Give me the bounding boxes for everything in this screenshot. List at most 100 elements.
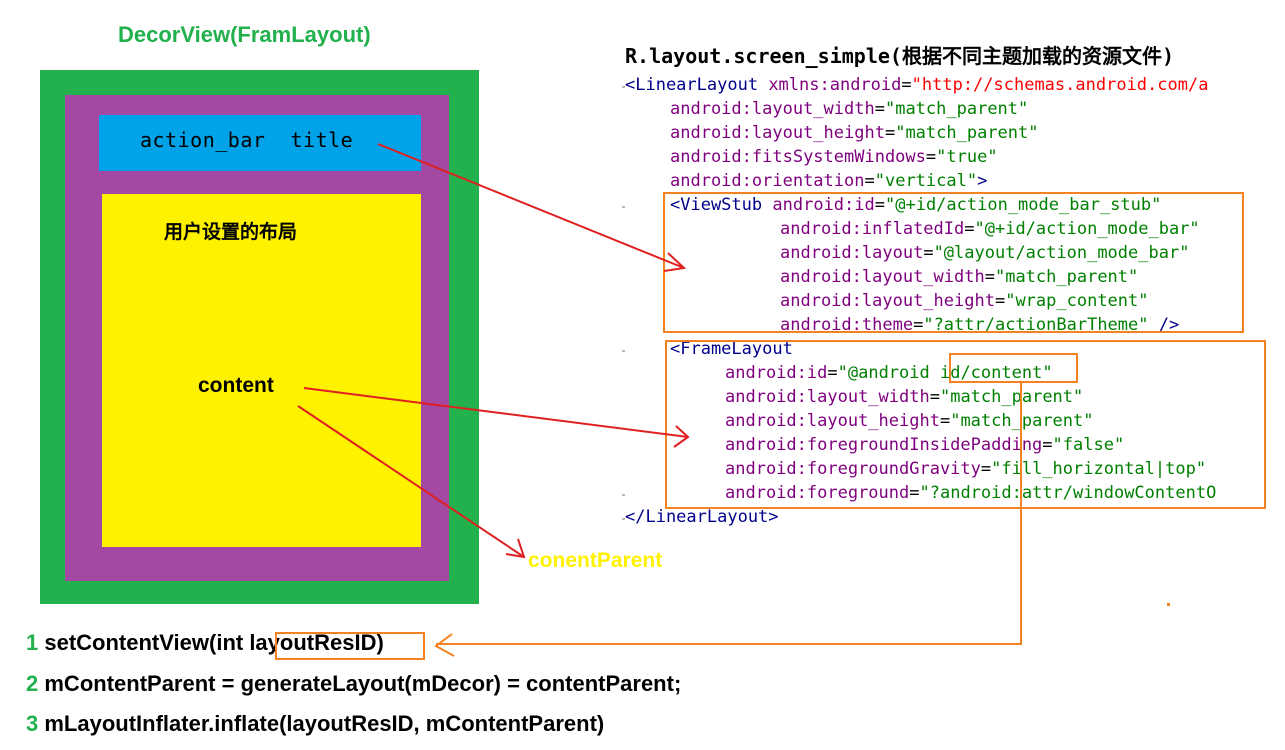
attr-value: "match_parent" [895,123,1039,143]
arrow-framelayout-to-setcontentview [434,383,1022,657]
content-label: content [198,374,274,397]
step-1: 1 setContentView(int layoutResID) [26,630,384,656]
attr-name: :layout_height [796,411,940,431]
attr-ns: android [725,411,797,431]
attr-ns: android [780,315,852,335]
action-bar-box [99,115,421,171]
attr-value: "?attr/actionBarTheme" [923,315,1149,335]
attr-ns: android [725,435,797,455]
attr-ns: android [725,459,797,479]
content-parent-label: conentParent [528,549,663,572]
content-id-highlight-box [949,353,1078,383]
code-line: android:inflatedId="@+id/action_mode_bar… [780,219,1200,239]
attr-ns: android [772,195,845,215]
layout-res-id-highlight-box [275,632,425,660]
attr-name: :theme [851,315,914,335]
code-line: android:layout_width="match_parent" [725,387,1084,407]
attr-ns: android [780,243,852,263]
step-number: 3 [26,711,39,736]
user-layout-label: 用户设置的布局 [164,222,298,243]
framelayout-open-tag: <FrameLayout [670,339,793,359]
gutter-tick [622,206,625,208]
step-text: mContentParent = generateLayout(mDecor) … [44,671,682,696]
attr-name: :layout_height [741,123,885,143]
code-title: R.layout.screen_simple(根据不同主题加载的资源文件) [625,44,1174,68]
linear-layout-close-line: </LinearLayout> [625,505,779,529]
code-line: android:orientation="vertical"> [670,171,988,191]
attr-ns: android [670,99,742,119]
attr-value: "@+id/action_mode_bar" [974,219,1200,239]
viewstub-close: /> [1148,315,1180,335]
code-line: android:foregroundGravity="fill_horizont… [725,459,1207,479]
attr-value: "vertical" [874,171,978,191]
attr-name: :orientation [741,171,865,191]
linear-xmlns-val: "http://schemas.android.com/a [911,75,1209,95]
code-line: android:layout_height="match_parent" [670,123,1039,143]
viewstub-open-line: <ViewStub android:id="@+id/action_mode_b… [670,195,1162,215]
step-number: 2 [26,671,39,696]
attr-name: :layout_width [851,267,985,287]
attr-ns: android [670,123,742,143]
attr-name: :fitsSystemWindows [741,147,926,167]
attr-ns: android [670,147,742,167]
step-3: 3 mLayoutInflater.inflate(layoutResID, m… [26,711,604,737]
attr-name: :foregroundInsidePadding [796,435,1043,455]
attr-name: :layout [851,243,924,263]
code-line: android:foreground="?android:attr/window… [725,483,1217,503]
attr-ns: android [725,387,797,407]
attr-value: "?android:attr/windowContentO [919,483,1217,503]
attr-ns: android [725,363,797,383]
attr-ns: android [780,267,852,287]
close-bracket: > [977,171,988,191]
arrow-content-to-framelayout [303,387,690,448]
code-line: android:layout_width="match_parent" [670,99,1029,119]
attr-name: :foreground [796,483,910,503]
attr-value: "wrap_content" [1005,291,1149,311]
arrow-action-bar-to-viewstub [377,143,687,272]
attr-name: :id [796,363,828,383]
attr-ns: android [780,219,852,239]
step-text: mLayoutInflater.inflate(layoutResID, mCo… [44,711,605,736]
attr-ns: android [725,483,797,503]
attr-ns: android [780,291,852,311]
arrow-content-to-content-parent [297,405,526,559]
code-line: android:theme="?attr/actionBarTheme" /> [780,315,1180,335]
content-box [102,194,421,547]
attr-value: "match_parent" [939,387,1084,407]
linear-open-tag: <LinearLayout [625,75,759,95]
attr-name: :layout_height [851,291,995,311]
viewstub-highlight-box [663,192,1244,333]
attr-name: :layout_width [741,99,875,119]
attr-value: "fill_horizontal|top" [991,459,1207,479]
framelayout-highlight-box [665,340,1266,509]
gutter-tick [622,518,625,520]
attr-name: :inflatedId [851,219,965,239]
gutter-tick [622,350,625,352]
step-text: setContentView(int layoutResID) [44,630,384,655]
code-line: android:layout_height="wrap_content" [780,291,1149,311]
code-line: android:fitsSystemWindows="true" [670,147,998,167]
attr-value: "@android id/content" [837,363,1053,383]
viewstub-open-tag: <ViewStub [670,195,763,215]
linear-close-tag: </LinearLayout> [625,507,779,527]
attr-value: "false" [1052,435,1125,455]
code-line: android:foregroundInsidePadding="false" [725,435,1125,455]
stray-dot [1167,603,1170,606]
code-line: android:id="@android id/content" [725,363,1053,383]
gutter-tick [622,86,625,88]
attr-value: "true" [936,147,998,167]
attr-name: :layout_width [796,387,930,407]
framelayout-open-line: <FrameLayout [670,337,793,361]
linear-layout-open-line: <LinearLayout xmlns:android="http://sche… [625,75,1209,95]
step-number: 1 [26,630,39,655]
code-line: android:layout="@layout/action_mode_bar" [780,243,1190,263]
attr-value: "match_parent" [994,267,1139,287]
attr-value: "@+id/action_mode_bar_stub" [885,195,1162,215]
attr-name: :foregroundGravity [796,459,981,479]
code-line: android:layout_width="match_parent" [780,267,1139,287]
action-bar-label: action_bar title [140,128,354,152]
decor-view-title: DecorView(FramLayout) [118,22,371,47]
attr-ns: android [670,171,742,191]
gutter-tick [622,494,625,496]
